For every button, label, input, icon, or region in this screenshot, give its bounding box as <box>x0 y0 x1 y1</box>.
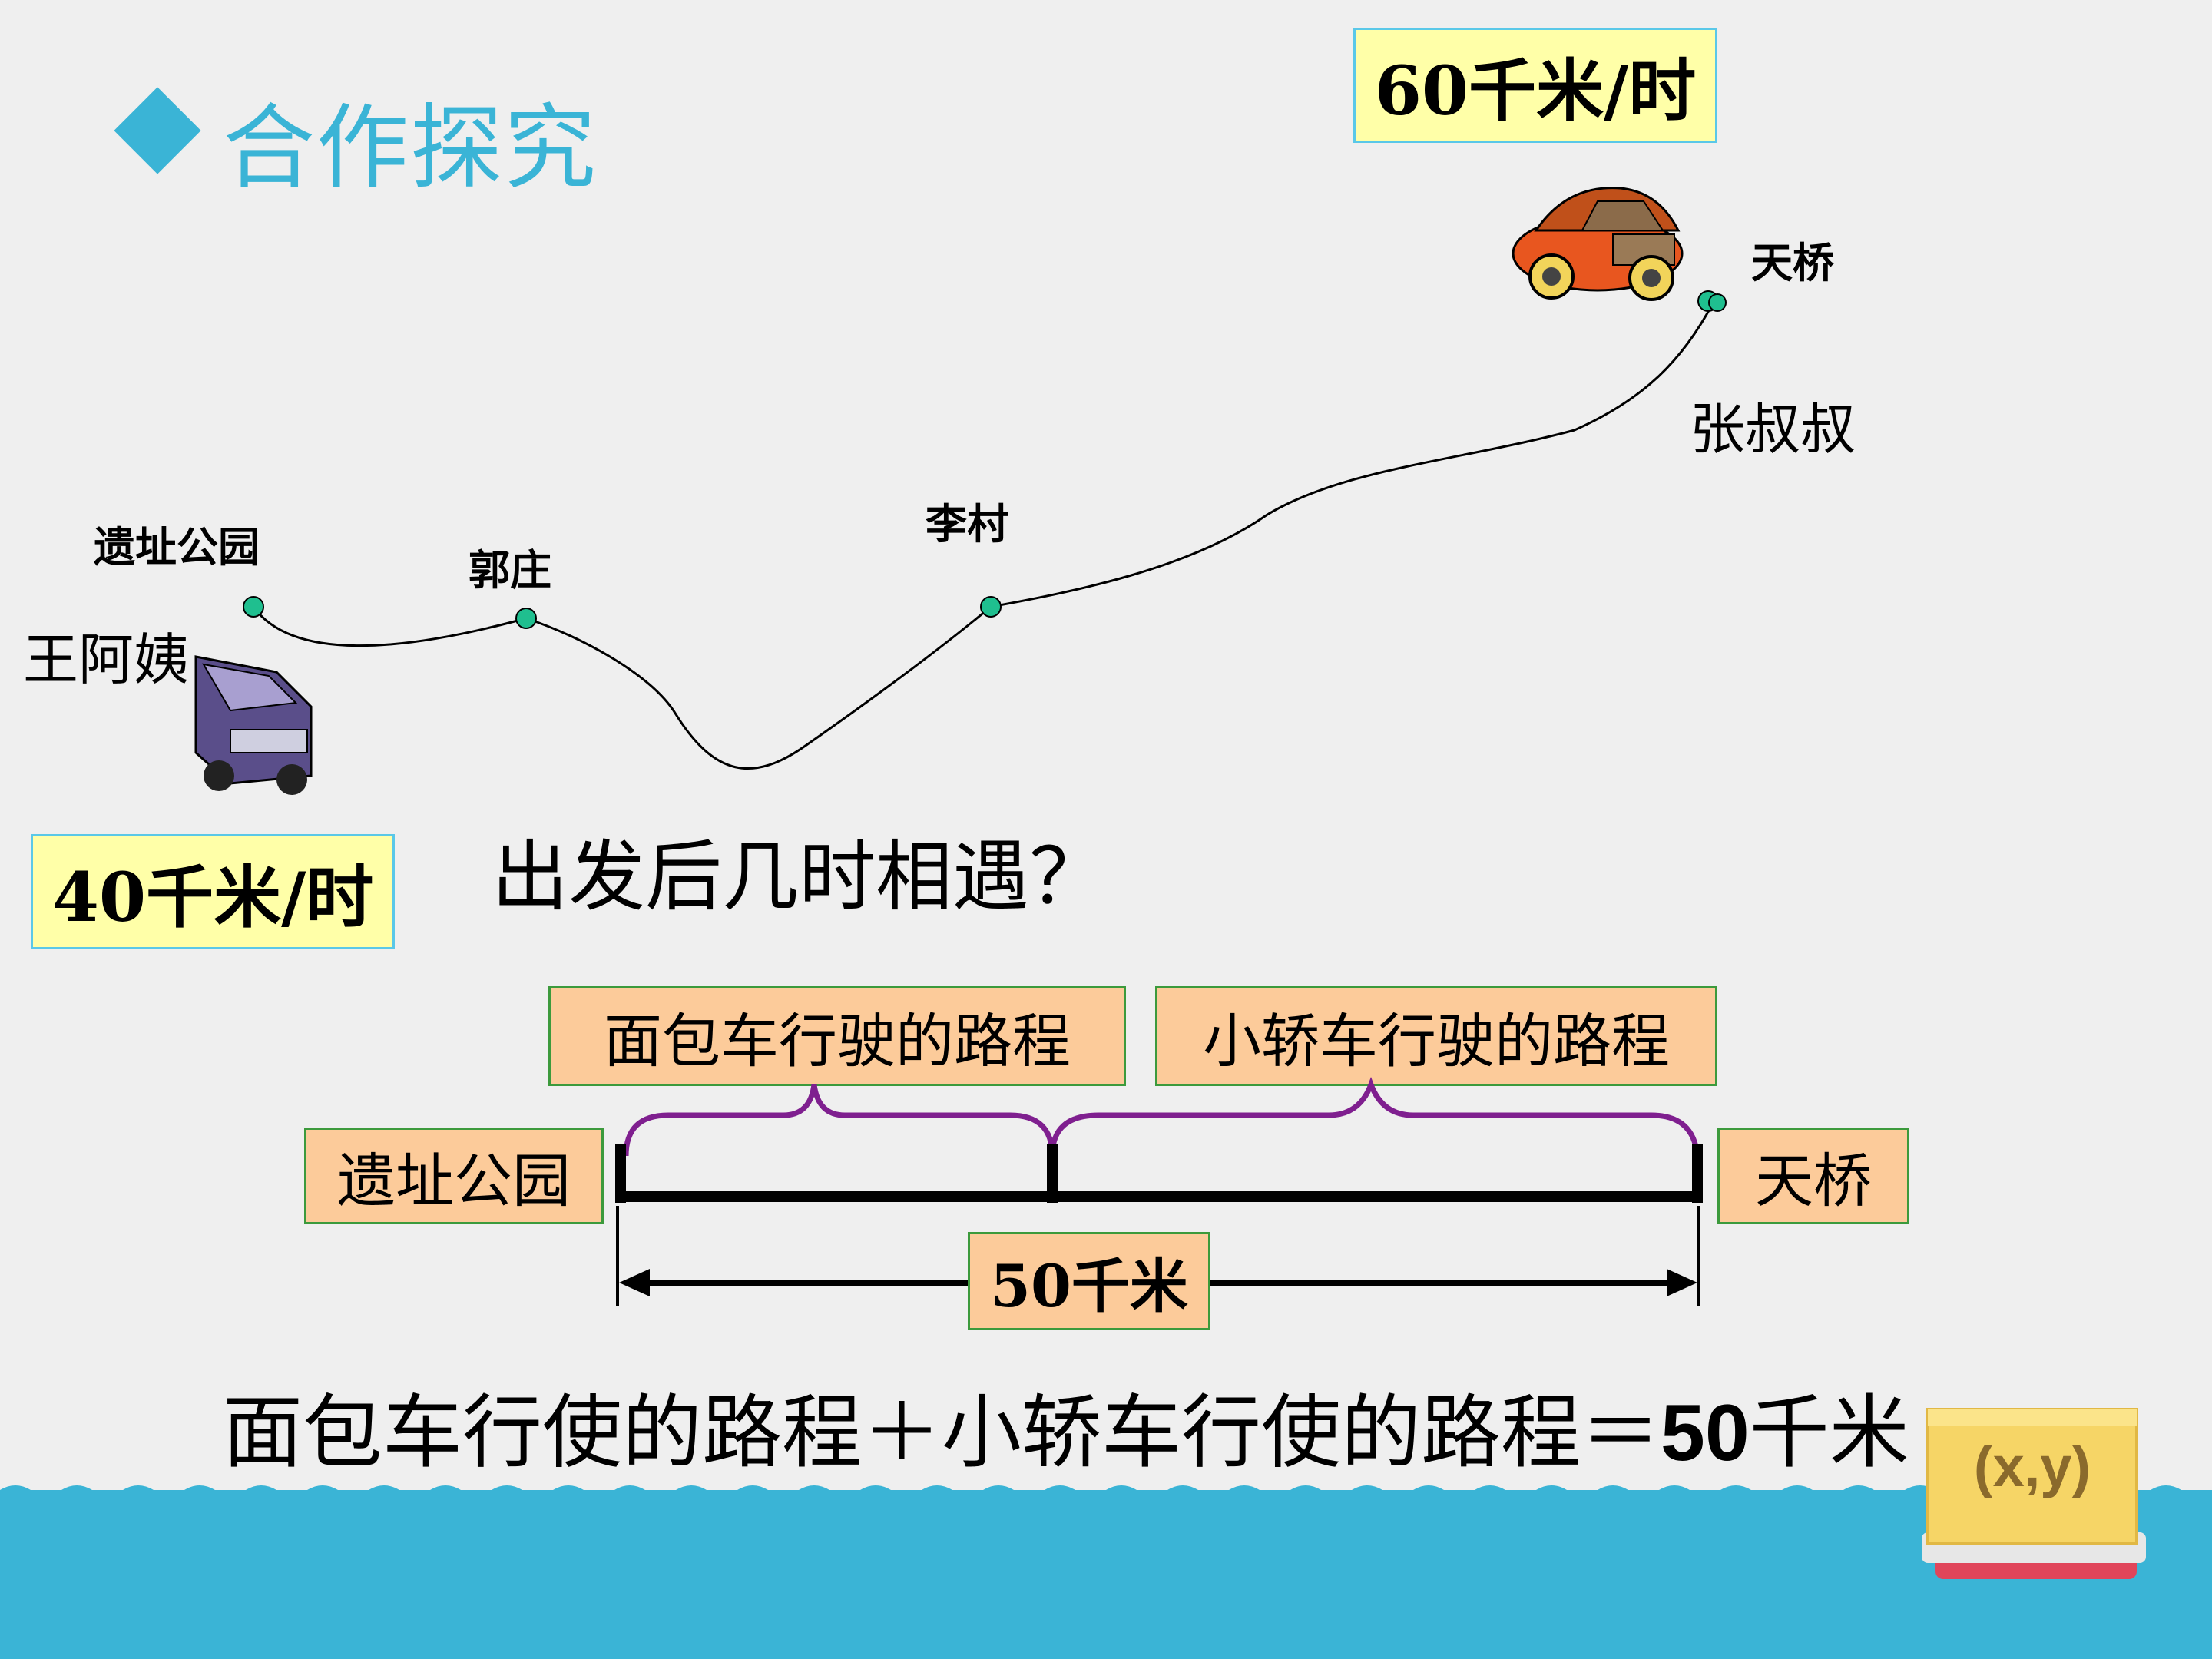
map-label-tianqiao: 天桥 <box>1751 239 1834 287</box>
van-icon <box>194 655 313 795</box>
node-guozhuang <box>515 608 537 629</box>
map-label-yizhi-park: 遗址公园 <box>94 523 260 571</box>
route-map <box>194 187 1727 795</box>
car-distance-label: 小轿车行驶的路程 <box>1155 986 1717 1086</box>
end-point-label: 天桥 <box>1717 1128 1909 1224</box>
start-point-label: 遗址公园 <box>304 1128 604 1224</box>
equation-number: 50 <box>1661 1389 1750 1478</box>
segment-diagram <box>615 1077 1703 1306</box>
sedan-car-icon <box>1512 187 1684 301</box>
car-brace <box>1049 1077 1700 1157</box>
page-title: 合作探究 <box>223 95 598 202</box>
dim-arrow-left <box>619 1269 650 1296</box>
total-distance-label: 50千米 <box>968 1232 1210 1330</box>
node-licun <box>980 596 1002 618</box>
equation-unit: 千米 <box>1749 1386 1909 1479</box>
person-label-right: 张叔叔 <box>1690 397 1856 462</box>
coordinate-badge-icon: (x,y) <box>1922 1408 2146 1579</box>
badge-label: (x,y) <box>1974 1435 2091 1498</box>
person-label-left: 王阿姨 <box>23 628 190 692</box>
van-speed-box: 40千米/时 <box>31 834 395 949</box>
question-text: 出发后几时相遇？ <box>492 832 1106 922</box>
van-distance-label: 面包车行驶的路程 <box>548 986 1126 1086</box>
node-tianqiao-2 <box>1708 293 1727 312</box>
map-label-guozhuang: 郭庄 <box>469 546 551 594</box>
equation-words: 面包车行使的路程＋小轿车行使的路程＝ <box>223 1386 1661 1479</box>
van-brace <box>623 1084 1055 1157</box>
car-speed-box: 60千米/时 <box>1353 28 1717 143</box>
bottom-wave-band <box>0 1490 2212 1659</box>
node-yizhi-park <box>243 596 264 618</box>
equation-text: 面包车行使的路程＋小轿车行使的路程＝50千米 <box>223 1367 1909 1483</box>
map-label-licun: 李村 <box>926 500 1008 548</box>
dim-arrow-right <box>1667 1269 1697 1296</box>
